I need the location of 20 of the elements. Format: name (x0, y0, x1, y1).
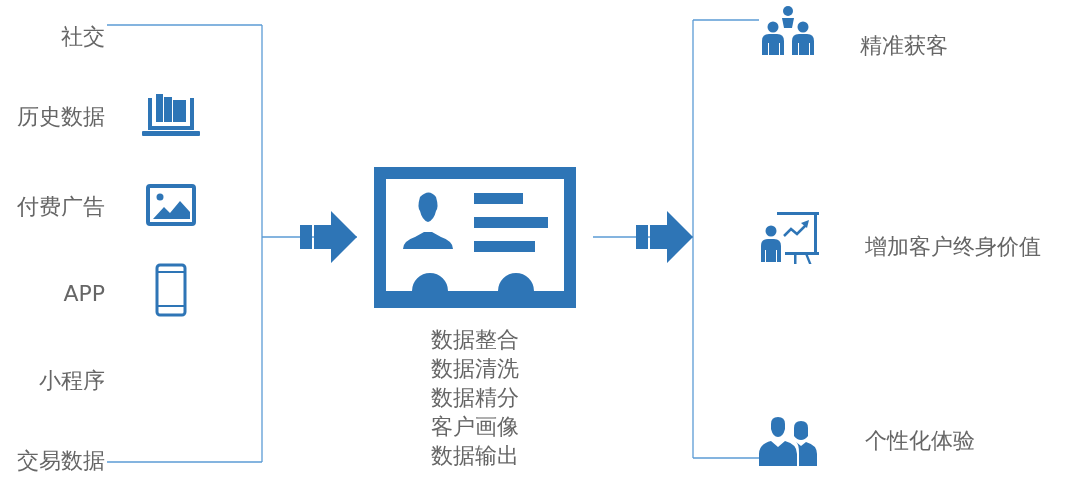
source-label: 小程序 (39, 368, 105, 394)
source-label: 社交 (61, 24, 105, 50)
bracket-line (692, 19, 694, 459)
connector-line (692, 19, 760, 21)
bracket-line (261, 24, 263, 463)
connector-line (106, 24, 263, 26)
source-label: 历史数据 (17, 104, 105, 130)
step-text: 数据清洗 (430, 356, 520, 382)
outcome-label: 精准获客 (860, 33, 948, 59)
source-label: APP (63, 281, 105, 307)
source-label: 交易数据 (17, 448, 105, 474)
outcome-label: 个性化体验 (865, 428, 975, 454)
connector-line (106, 461, 263, 463)
source-label: 付费广告 (17, 194, 105, 220)
outcome-label: 增加客户终身价值 (865, 234, 1041, 260)
step-text: 客户画像 (430, 414, 520, 440)
step-text: 数据输出 (430, 443, 520, 469)
step-text: 数据精分 (430, 385, 520, 411)
connector-line (692, 457, 760, 459)
step-text: 数据整合 (430, 327, 520, 353)
